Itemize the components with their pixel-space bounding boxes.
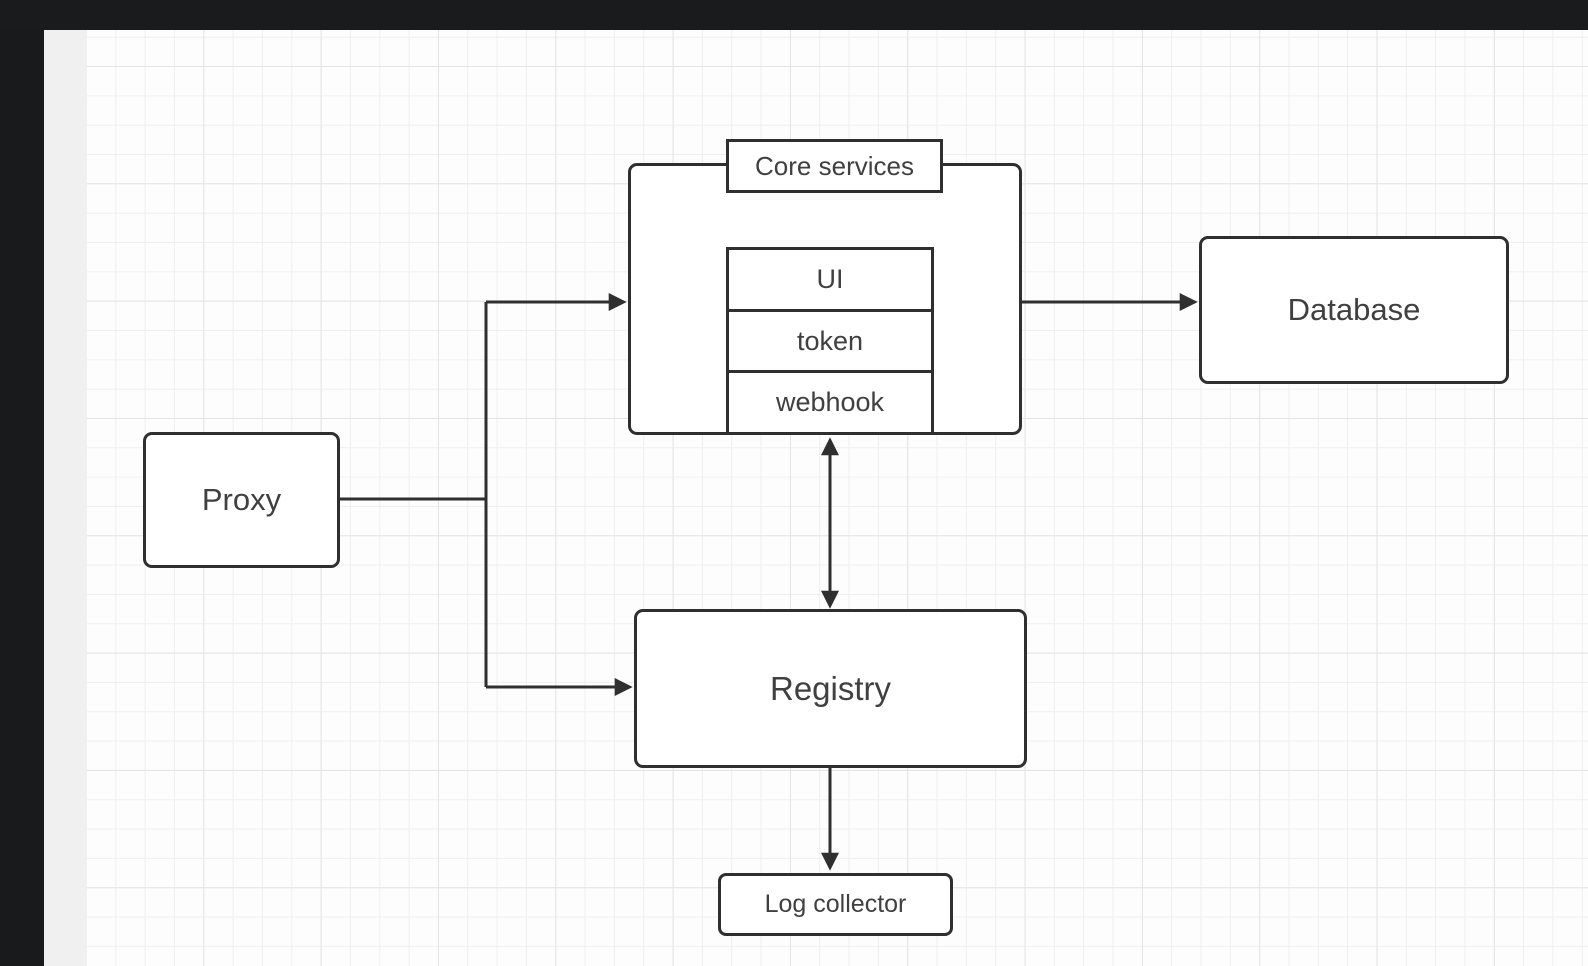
node-ui[interactable]: UI bbox=[729, 250, 931, 309]
node-proxy[interactable]: Proxy bbox=[143, 432, 340, 568]
canvas-gutter bbox=[44, 30, 87, 966]
node-label: Core services bbox=[755, 150, 914, 181]
node-log-collector[interactable]: Log collector bbox=[718, 873, 953, 936]
node-token[interactable]: token bbox=[729, 308, 931, 371]
node-webhook[interactable]: webhook bbox=[729, 370, 931, 433]
node-core-services-stack: UI token webhook bbox=[726, 247, 934, 435]
node-registry[interactable]: Registry bbox=[634, 609, 1027, 768]
node-label: token bbox=[796, 325, 864, 356]
window-top-bar bbox=[0, 0, 1588, 30]
node-core-services-label[interactable]: Core services bbox=[726, 139, 943, 193]
node-database[interactable]: Database bbox=[1199, 236, 1509, 384]
node-label: Log collector bbox=[764, 890, 907, 918]
node-label: UI bbox=[816, 263, 844, 294]
node-label: webhook bbox=[775, 387, 885, 418]
node-label: Registry bbox=[769, 669, 892, 707]
node-label: Database bbox=[1287, 292, 1421, 327]
node-label: Proxy bbox=[201, 482, 282, 517]
